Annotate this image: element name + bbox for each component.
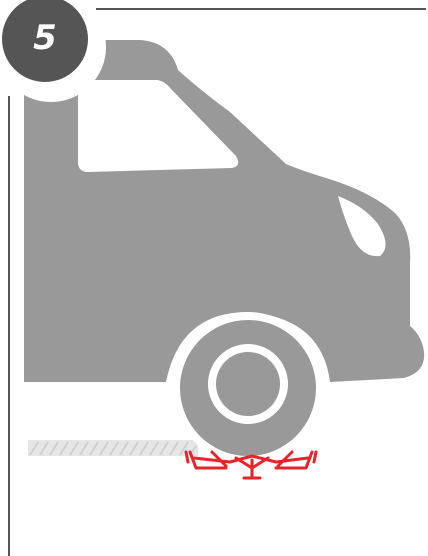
step-number: 5 — [33, 21, 57, 55]
wheel-icon — [172, 312, 324, 464]
step-badge: 5 — [2, 0, 88, 82]
wheel-clamp-icon — [186, 452, 316, 478]
tire-track-icon — [28, 440, 198, 456]
